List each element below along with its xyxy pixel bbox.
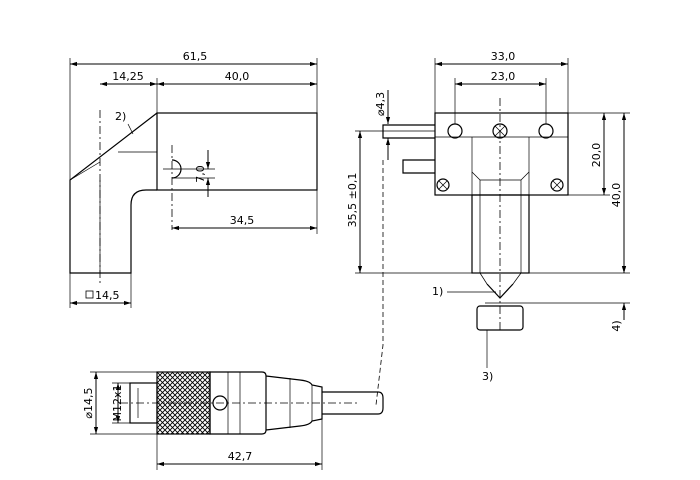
dim-hole-spacing: 23,0 [491, 70, 516, 83]
callout-2: 2) [115, 110, 126, 123]
screw-right [550, 178, 564, 192]
dim-thread: M12x1 [111, 385, 124, 422]
cable [322, 391, 384, 415]
screw-left [436, 178, 450, 192]
side-view: 61,5 14,25 40,0 2) 7,0 34,5 14,5 [69, 50, 318, 308]
dim-hole-diameter: ⌀4,3 [374, 92, 387, 116]
angled-outlet [69, 112, 158, 274]
dim-overall-length: 61,5 [183, 50, 208, 63]
dim-square: 14,5 [95, 289, 120, 302]
dim-gap: 4) [610, 320, 623, 331]
dim-hole-offset: 7,0 [194, 165, 207, 183]
target-actuator [476, 305, 524, 331]
dim-height-total: 40,0 [610, 183, 623, 208]
dim-body-length: 40,0 [225, 70, 250, 83]
front-view: 33,0 23,0 ⌀4,3 35,5 ±0,1 20,0 40,0 4) [346, 50, 630, 383]
dim-offset: 14,25 [112, 70, 144, 83]
callout-3: 3) [482, 370, 493, 383]
connector-body [265, 375, 323, 431]
dim-connector-diameter: ⌀14,5 [82, 387, 95, 418]
dim-connector-length: 42,7 [228, 450, 253, 463]
dim-hole-to-end: 34,5 [230, 214, 255, 227]
adjust-screw-center [492, 123, 508, 139]
sensor-body [156, 112, 318, 191]
dim-height-upper: 20,0 [590, 143, 603, 168]
connector-view: ⌀14,5 M12x1 42,7 [82, 160, 384, 470]
mounting-hole-left [447, 123, 463, 139]
sensor-stem [471, 194, 530, 274]
dim-width: 33,0 [491, 50, 516, 63]
callout-1: 1) [432, 285, 443, 298]
sensing-face [486, 283, 514, 299]
mounting-hole-right [538, 123, 554, 139]
mounting-plate [434, 112, 569, 196]
square-symbol [85, 290, 94, 299]
dim-axis-height: 35,5 ±0,1 [346, 173, 359, 228]
